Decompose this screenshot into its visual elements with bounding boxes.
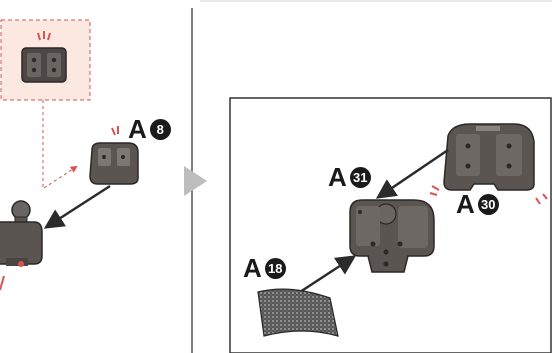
callout-a8-number: 8 bbox=[149, 118, 171, 140]
callout-a31-number: 31 bbox=[349, 166, 371, 188]
part-a8 bbox=[89, 142, 139, 185]
callout-a18: A 18 bbox=[243, 255, 286, 281]
assembly-arrow-a18 bbox=[299, 255, 357, 294]
callout-a30: A 30 bbox=[456, 191, 499, 217]
part-a8-highlight-marks bbox=[111, 126, 119, 136]
callout-a8: A 8 bbox=[128, 116, 171, 142]
callout-a30-letter: A bbox=[456, 189, 475, 219]
part-a31 bbox=[349, 199, 435, 273]
inset-highlight-marks bbox=[37, 31, 51, 41]
left-panel bbox=[0, 19, 139, 291]
callout-a18-letter: A bbox=[243, 253, 262, 283]
part-a18 bbox=[257, 288, 339, 337]
step-arrow bbox=[184, 166, 207, 196]
assembly-arrow-a30 bbox=[375, 148, 449, 199]
part-a30 bbox=[443, 123, 535, 191]
callout-a18-number: 18 bbox=[264, 257, 286, 279]
body-red-mark bbox=[0, 275, 5, 291]
callout-a31-letter: A bbox=[328, 162, 347, 192]
inset-part bbox=[21, 47, 67, 83]
assembly-arrow-a8 bbox=[43, 184, 111, 229]
inset-guide-arrow bbox=[43, 165, 78, 189]
part-a30-highlight-marks bbox=[429, 185, 548, 205]
callout-a31: A 31 bbox=[328, 164, 371, 190]
ball-joint-body bbox=[0, 200, 43, 267]
callout-a30-number: 30 bbox=[477, 193, 499, 215]
callout-a8-letter: A bbox=[128, 114, 147, 144]
